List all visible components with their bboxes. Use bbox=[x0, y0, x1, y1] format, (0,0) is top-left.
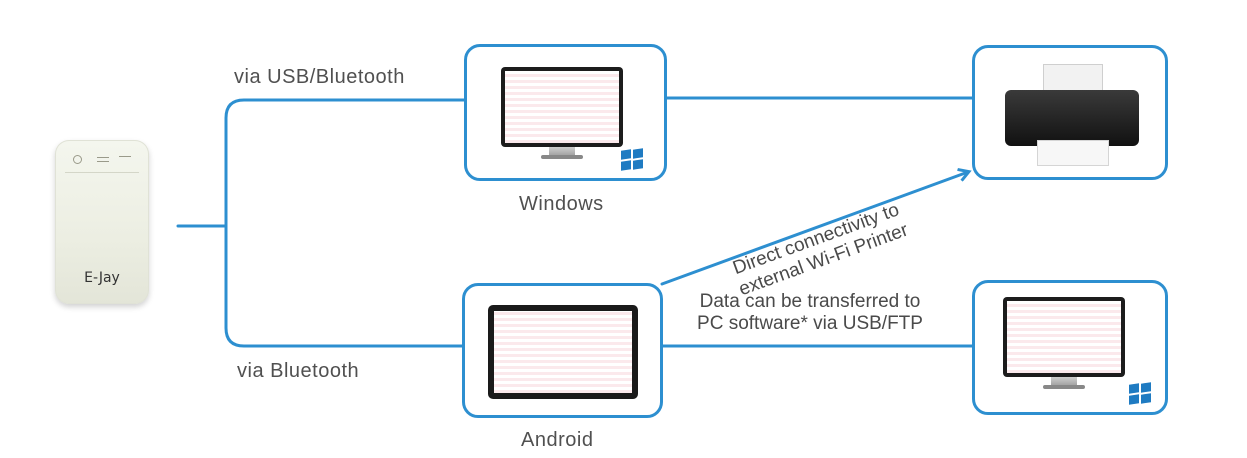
output-paper bbox=[1037, 140, 1109, 166]
wifi-printer-arrow bbox=[660, 172, 968, 286]
pc-node bbox=[972, 280, 1168, 415]
android-caption: Android bbox=[521, 429, 594, 451]
ecg-screen bbox=[494, 311, 632, 393]
printer-body bbox=[1005, 90, 1139, 146]
monitor-base bbox=[1043, 385, 1085, 389]
windows-logo-icon bbox=[621, 148, 645, 171]
device-divider bbox=[65, 172, 139, 173]
monitor-icon bbox=[501, 67, 623, 147]
ecg-screen bbox=[1007, 301, 1121, 373]
usb-bluetooth-line bbox=[224, 98, 466, 228]
windows-node bbox=[464, 44, 667, 181]
bluetooth-icon bbox=[119, 156, 131, 161]
tablet-icon bbox=[488, 305, 638, 399]
windows-caption: Windows bbox=[519, 193, 604, 215]
pc-transfer-label-line-2: PC software* via USB/FTP bbox=[697, 313, 923, 334]
monitor-neck bbox=[1051, 377, 1077, 387]
power-icon bbox=[73, 155, 82, 164]
printer-icon bbox=[1005, 64, 1139, 166]
pc-transfer-label-line-1: Data can be transferred to bbox=[699, 291, 921, 312]
monitor-neck bbox=[549, 147, 575, 157]
device-label: E-Jay bbox=[84, 270, 120, 286]
bluetooth-line bbox=[224, 224, 466, 348]
usb-bluetooth-label: via USB/Bluetooth bbox=[234, 66, 405, 88]
signal-icon bbox=[97, 157, 109, 162]
android-node bbox=[462, 283, 663, 418]
monitor-icon bbox=[1003, 297, 1125, 377]
e-jay-device: E-Jay bbox=[55, 140, 149, 304]
printer-node bbox=[972, 45, 1168, 180]
bluetooth-label: via Bluetooth bbox=[237, 360, 360, 382]
ecg-screen bbox=[505, 71, 619, 143]
monitor-base bbox=[541, 155, 583, 159]
windows-logo-icon bbox=[1129, 382, 1153, 405]
pc-transfer-label: Data can be transferred to PC software* … bbox=[690, 291, 930, 335]
